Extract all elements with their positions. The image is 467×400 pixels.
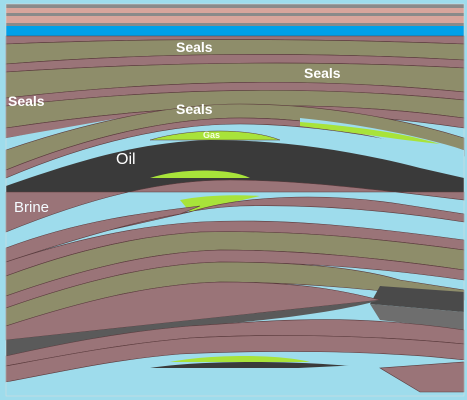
label-brine: Brine <box>14 199 49 216</box>
upper-seal-stack <box>5 35 465 107</box>
dark-layer-left <box>6 300 380 356</box>
oil-bottom-lens <box>150 362 370 368</box>
fault-block-dark <box>370 286 464 312</box>
top-band-grey-3 <box>6 23 464 26</box>
label-seals-center: Seals <box>176 101 213 117</box>
gas-cap <box>149 130 281 141</box>
shale-layer-11 <box>5 281 381 341</box>
label-gas: Gas <box>203 130 220 140</box>
top-band-pink-2 <box>6 16 464 23</box>
brine-bottom <box>6 360 464 396</box>
label-seals-top: Seals <box>176 39 213 55</box>
shale-layer-8 <box>5 205 201 263</box>
lower-fold-layers <box>5 220 465 396</box>
top-band-pink-1 <box>6 8 464 13</box>
frame-border <box>5 3 465 397</box>
mid-fold-layers <box>5 179 465 263</box>
shale-layer-7 <box>109 196 465 231</box>
fault-block-grey <box>370 304 464 330</box>
top-band-grey <box>6 4 464 8</box>
top-bands <box>6 4 464 36</box>
gas-sliver-right <box>300 122 440 144</box>
label-oil: Oil <box>116 151 136 168</box>
gas-lower-lens <box>150 170 250 178</box>
top-band-blue <box>6 26 464 36</box>
gas-bottom-lens <box>170 356 310 362</box>
label-seals-right: Seals <box>304 65 341 81</box>
gas-sliver-mid <box>180 195 260 212</box>
shale-layer-6 <box>5 179 465 233</box>
oil-reservoir <box>6 140 464 192</box>
top-band-grey-2 <box>6 13 464 16</box>
label-seals-left: Seals <box>8 93 45 109</box>
